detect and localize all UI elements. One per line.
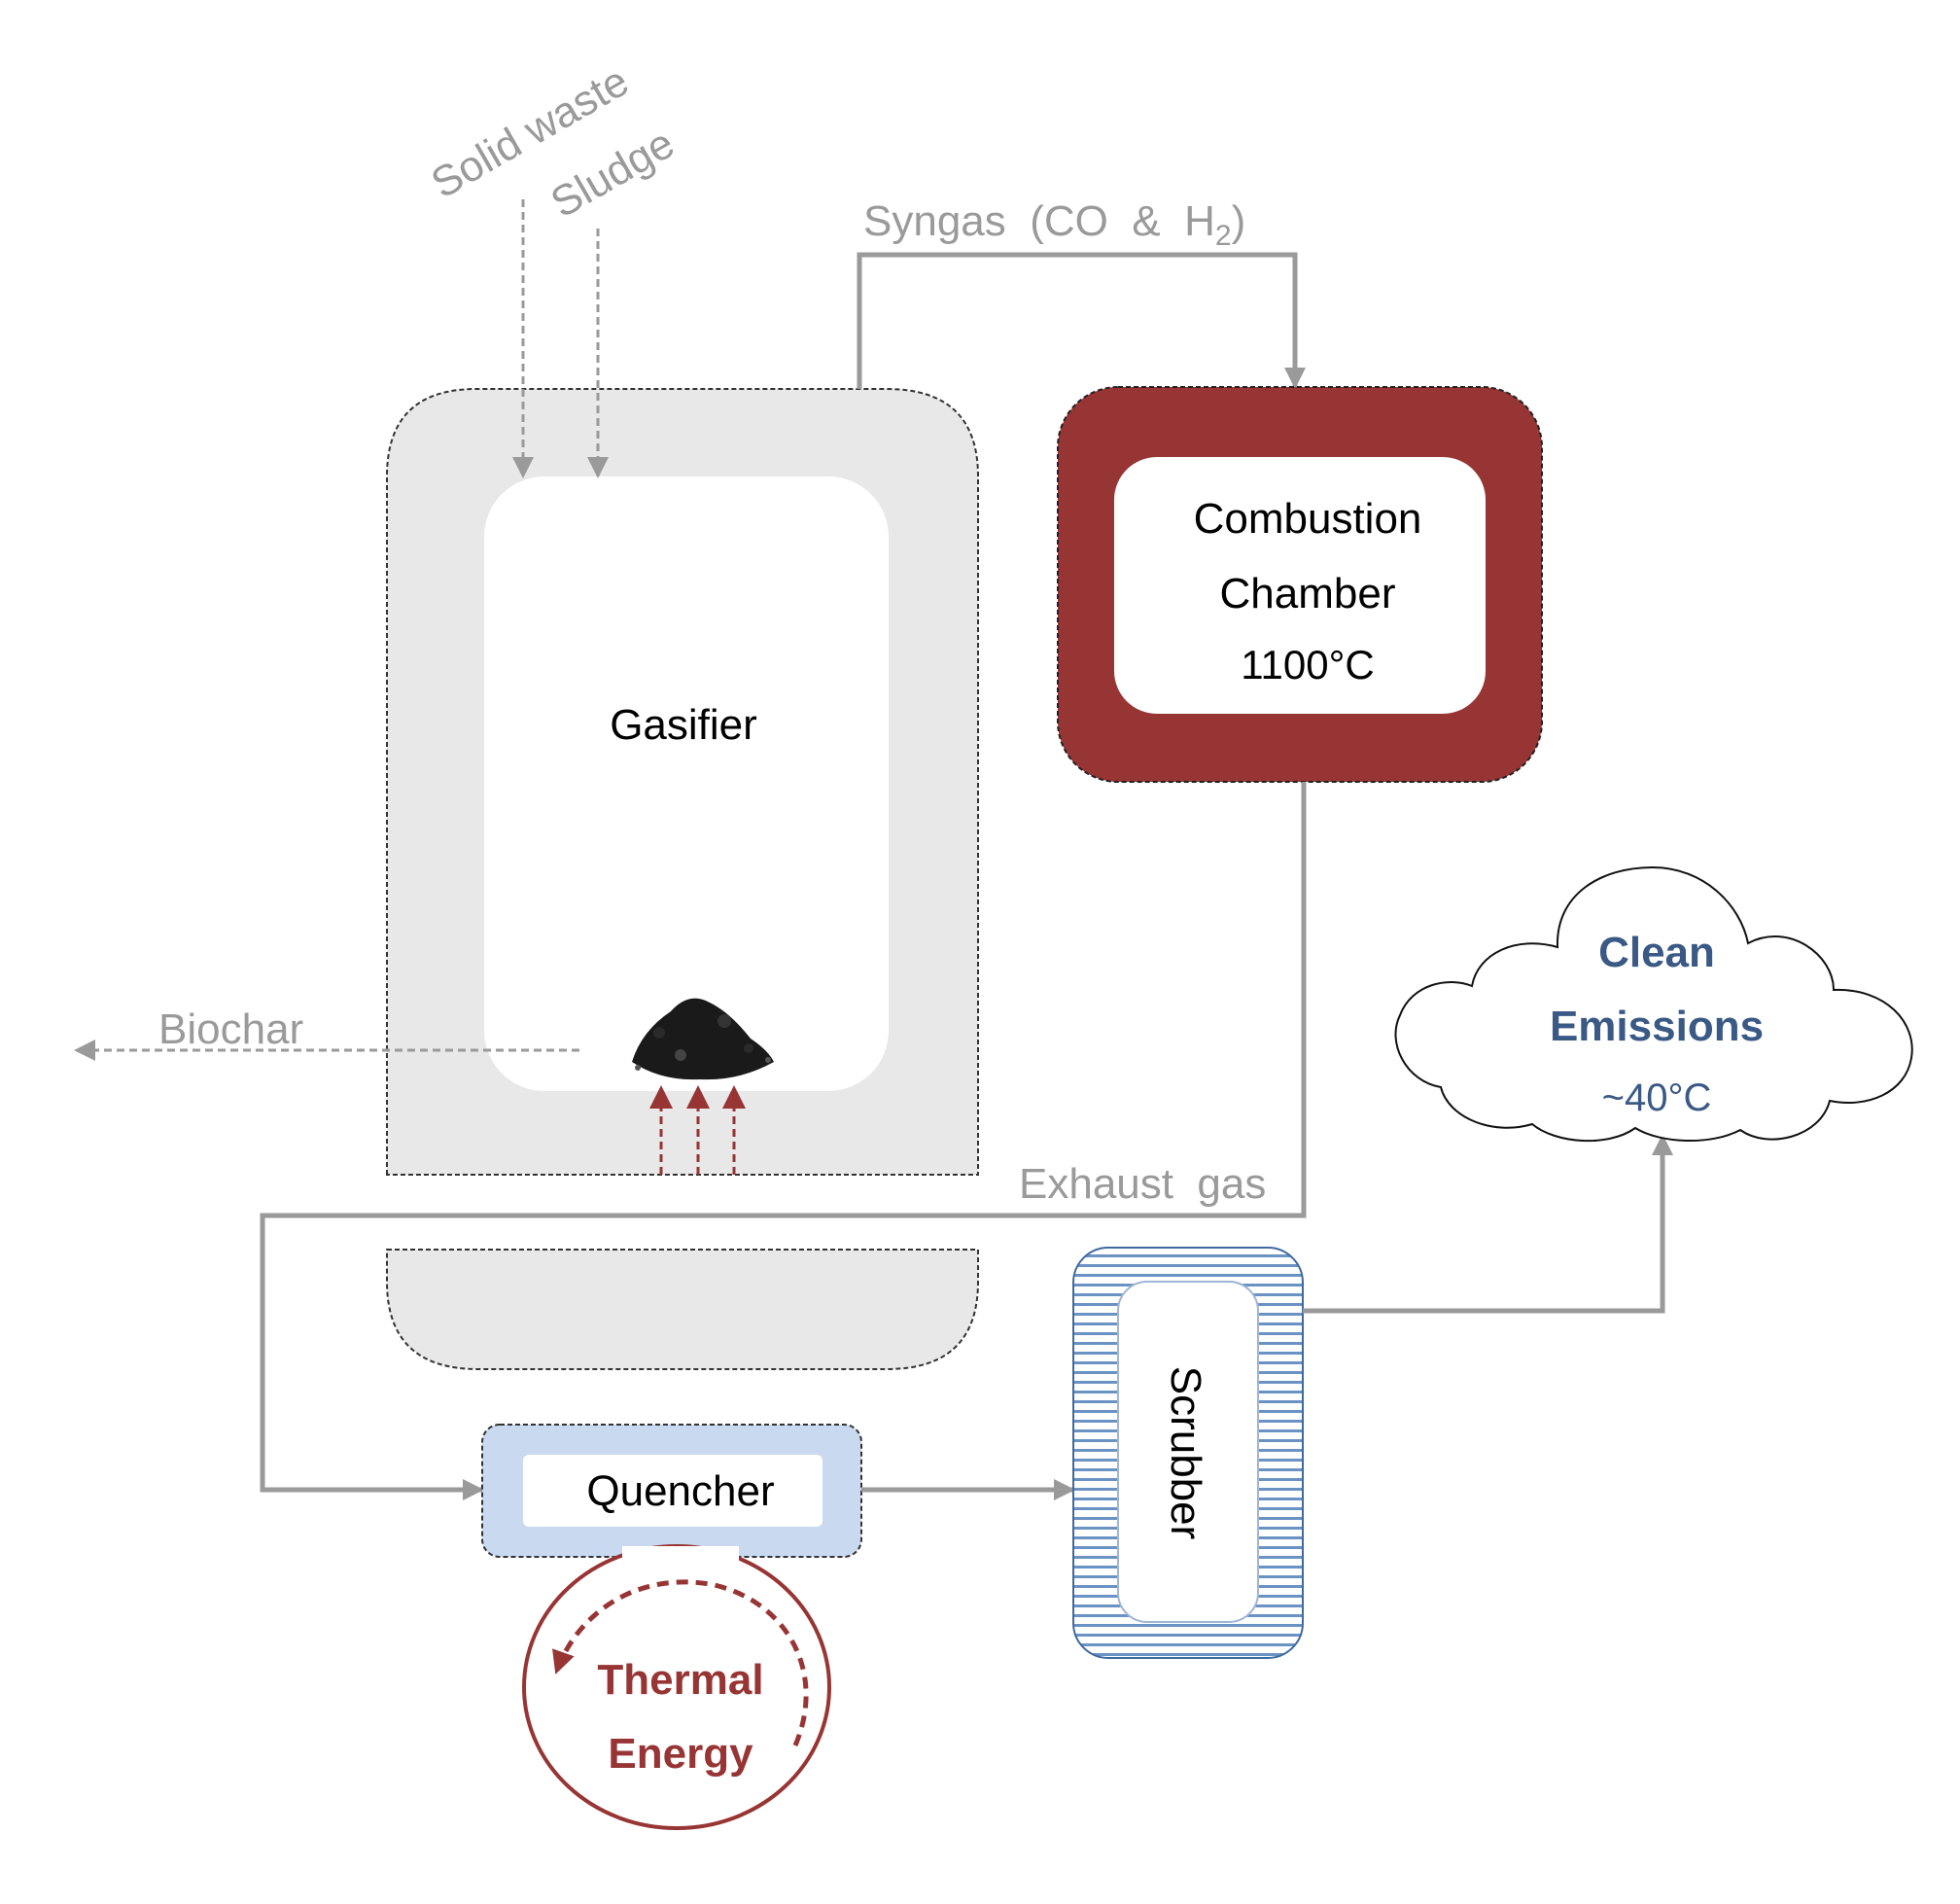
scrubber-label: Scrubber: [1162, 1366, 1209, 1540]
biochar-pile-icon: [632, 998, 774, 1080]
heat-arrows: [649, 1085, 746, 1175]
quencher-label: Quencher: [586, 1467, 774, 1515]
syngas-flow-line: [857, 252, 1306, 389]
clean-emissions-label-line1: Clean: [1598, 929, 1715, 976]
thermal-energy-cycle-arrow: [552, 1579, 809, 1746]
clean-emissions-cloud: [1394, 865, 1913, 1143]
thermal-energy-label-line2: Energy: [608, 1730, 753, 1778]
syngas-label: Syngas (CO & H2): [863, 197, 1245, 252]
gasifier-basin: [386, 1249, 979, 1370]
combustion-temperature: 1100°C: [1241, 642, 1374, 688]
scrubber-inner: [1117, 1281, 1259, 1623]
thermal-energy-label-line1: Thermal: [597, 1656, 763, 1704]
clean-emissions-temperature: ~40°C: [1602, 1076, 1712, 1119]
svg-text:Scrubber: Scrubber: [1162, 1366, 1209, 1540]
clean-emissions-label-line2: Emissions: [1550, 1003, 1764, 1050]
scrubber-to-emissions-line: [1303, 1134, 1673, 1314]
combustion-chamber-inner: [1114, 457, 1486, 714]
biochar-label: Biochar: [158, 1005, 303, 1053]
combustion-chamber-label-line2: Chamber: [1220, 570, 1396, 617]
exhaust-gas-flow-line: [260, 782, 1307, 1500]
exhaust-gas-label: Exhaust gas: [1019, 1160, 1266, 1208]
combustion-chamber-label-line1: Combustion: [1194, 495, 1422, 543]
gasifier-label: Gasifier: [610, 701, 757, 749]
gasifier-chamber: [484, 476, 889, 1091]
quencher-inner: [523, 1455, 822, 1527]
